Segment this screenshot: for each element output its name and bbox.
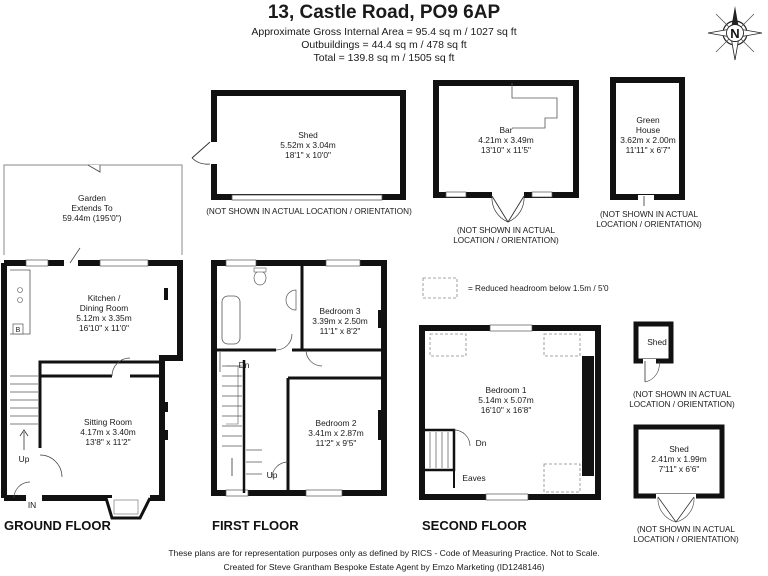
second-floor-plan: Dn Eaves Bedroom 1 5.14m x 5.07m 16'10" …: [419, 324, 601, 501]
shed-medium-imperial: 7'11" x 6'6": [659, 464, 700, 474]
sitting-name: Sitting Room: [84, 417, 132, 427]
footer-disclaimer: These plans are for representation purpo…: [168, 548, 600, 558]
boiler-label: B: [16, 327, 21, 334]
gf-in-label: IN: [28, 500, 36, 510]
bar-imperial: 13'10" x 11'5": [481, 145, 531, 155]
bar-plan: Bar 4.21m x 3.49m 13'10" x 11'5": [433, 80, 579, 223]
shed-medium-metric: 2.41m x 1.99m: [651, 454, 706, 464]
bedroom2-name: Bedroom 2: [316, 418, 357, 428]
bedroom3-imperial: 11'1" x 8'2": [320, 326, 361, 336]
sitting-metric: 4.17m x 3.40m: [80, 427, 135, 437]
shed-small-name: Shed: [647, 337, 667, 347]
ff-dn-label: Dn: [239, 360, 250, 370]
bedroom1-imperial: 16'10" x 16'8": [481, 405, 532, 415]
legend-text: = Reduced headroom below 1.5m / 5'0: [468, 284, 609, 293]
garden-measure: 59.44m (195'0"): [62, 213, 121, 223]
bedroom2-imperial: 11'2" x 9'5": [316, 438, 357, 448]
green-house-name-1: Green: [636, 115, 660, 125]
first-floor-label: FIRST FLOOR: [212, 518, 299, 533]
outbuildings-area: Outbuildings = 44.4 sq m / 478 sq ft: [301, 39, 467, 51]
kitchen-line1: Kitchen /: [88, 293, 121, 303]
garden-line2: Extends To: [71, 203, 113, 213]
kitchen-metric: 5.12m x 3.35m: [76, 313, 131, 323]
ground-floor-label: GROUND FLOOR: [4, 518, 111, 533]
shed-large-imperial: 18'1" x 10'0": [285, 150, 331, 160]
green-house-imperial: 11'11" x 6'7": [626, 145, 671, 155]
kitchen-imperial: 16'10" x 11'0": [79, 323, 129, 333]
green-house-note-2: LOCATION / ORIENTATION): [596, 220, 702, 229]
green-house-note-1: (NOT SHOWN IN ACTUAL: [600, 210, 699, 219]
bedroom2-metric: 3.41m x 2.87m: [308, 428, 363, 438]
eaves-label: Eaves: [462, 473, 485, 483]
shed-small-note-1: (NOT SHOWN IN ACTUAL: [633, 390, 732, 399]
shed-large-name: Shed: [298, 130, 318, 140]
compass-icon: N: [707, 6, 763, 61]
shed-medium-name: Shed: [669, 444, 689, 454]
bedroom1-metric: 5.14m x 5.07m: [478, 395, 533, 405]
shed-large-note: (NOT SHOWN IN ACTUAL LOCATION / ORIENTAT…: [206, 207, 412, 216]
bar-note-line1: (NOT SHOWN IN ACTUAL: [457, 226, 556, 235]
footer-credit: Created for Steve Grantham Bespoke Estat…: [223, 562, 545, 572]
headroom-legend: = Reduced headroom below 1.5m / 5'0: [422, 277, 609, 299]
shed-large-plan: Shed 5.52m x 3.04m 18'1" x 10'0": [191, 90, 406, 201]
gross-internal-area: Approximate Gross Internal Area = 95.4 s…: [251, 26, 517, 38]
bar-name: Bar: [499, 125, 512, 135]
ground-floor-plan: B Up IN Kitchen / Dining Room 5.12m x 3.…: [1, 247, 183, 520]
garden-line1: Garden: [78, 193, 106, 203]
sf-dn-label: Dn: [476, 438, 487, 448]
ff-up-label: Up: [267, 470, 278, 480]
bar-note-line2: LOCATION / ORIENTATION): [453, 236, 559, 245]
shed-medium-note-1: (NOT SHOWN IN ACTUAL: [637, 525, 736, 534]
bedroom1-name: Bedroom 1: [486, 385, 527, 395]
bedroom3-metric: 3.39m x 2.50m: [312, 316, 367, 326]
bedroom3-name: Bedroom 3: [320, 306, 361, 316]
shed-medium-plan: Shed 2.41m x 1.99m 7'11" x 6'6": [633, 424, 725, 523]
compass-n-label: N: [730, 26, 739, 41]
second-floor-label: SECOND FLOOR: [422, 518, 527, 533]
page-title: 13, Castle Road, PO9 6AP: [267, 2, 501, 23]
first-floor-plan: Dn Up Bedroom 3 3.39m x 2.50m 11'1" x 8'…: [211, 259, 387, 497]
shed-large-metric: 5.52m x 3.04m: [280, 140, 335, 150]
kitchen-line2: Dining Room: [80, 303, 128, 313]
garden-area: Garden Extends To 59.44m (195'0"): [3, 164, 183, 255]
total-area: Total = 139.8 sq m / 1505 sq ft: [313, 52, 455, 64]
shed-small-plan: Shed: [633, 321, 674, 383]
green-house-metric: 3.62m x 2.00m: [620, 135, 675, 145]
sitting-imperial: 13'8" x 11'2": [85, 437, 130, 447]
bar-metric: 4.21m x 3.49m: [478, 135, 533, 145]
shed-small-note-2: LOCATION / ORIENTATION): [629, 400, 735, 409]
green-house-name-2: House: [636, 125, 661, 135]
gf-up-label: Up: [19, 454, 30, 464]
green-house-plan: Green House 3.62m x 2.00m 11'11" x 6'7": [610, 77, 685, 206]
shed-medium-note-2: LOCATION / ORIENTATION): [633, 535, 739, 544]
